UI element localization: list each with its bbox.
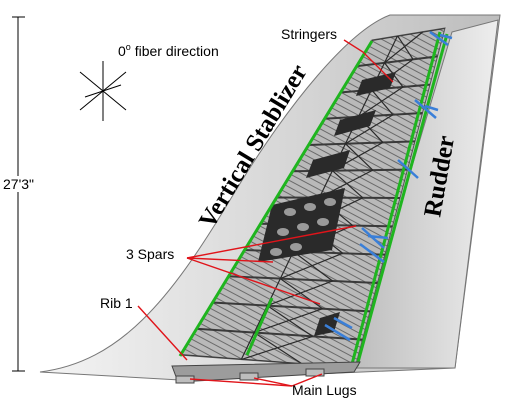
fiber-direction-rosette-icon [79,61,127,121]
leader-lines [137,39,394,387]
actuator-5 [324,316,353,342]
actuator-3 [397,159,419,179]
main-lugs-leader-1 [189,378,293,387]
mid-spar-edge [245,297,274,356]
truss-bracing [383,31,424,64]
truss-bracing [240,332,313,365]
actuator-4 [359,227,389,263]
spars-label: 3 Spars [126,246,174,262]
rib-line [307,140,416,146]
dimension-label-backdrop [4,176,34,192]
rib1-leader [137,305,188,361]
rudder-actuators [324,30,453,342]
rib-line [355,55,438,68]
height-dimension-label: 27'3" [3,176,34,192]
rear-spar-edge [350,31,442,365]
front-spar-edge [178,40,374,357]
main-lugs-leader-2 [253,377,293,387]
height-dimension: 27'3" [3,16,34,372]
main-lug-2 [239,372,259,381]
stringers-leader [343,39,394,83]
main-lugs-label: Main Lugs [292,382,357,398]
main-lugs-leader-3 [291,373,323,387]
rib-line [227,275,378,284]
spar-edges [178,31,449,367]
lightening-holes [270,198,336,256]
spars-leader-1 [186,257,274,263]
main-lug-3 [305,368,325,377]
main-lugs [175,368,325,384]
spars-leader-3 [186,225,357,259]
rib-line [211,301,371,313]
rib1-label: Rib 1 [100,295,133,311]
stringers-label: Stringers [281,26,337,42]
rib-line [195,327,363,341]
rudder-hinge-edge [355,33,449,367]
fiber-direction-label: 0o fiber direction [118,42,219,59]
truss-bracing [357,86,404,118]
actuator-2 [414,99,439,119]
actuator-1 [429,30,453,47]
spars-leader-2 [186,257,321,305]
